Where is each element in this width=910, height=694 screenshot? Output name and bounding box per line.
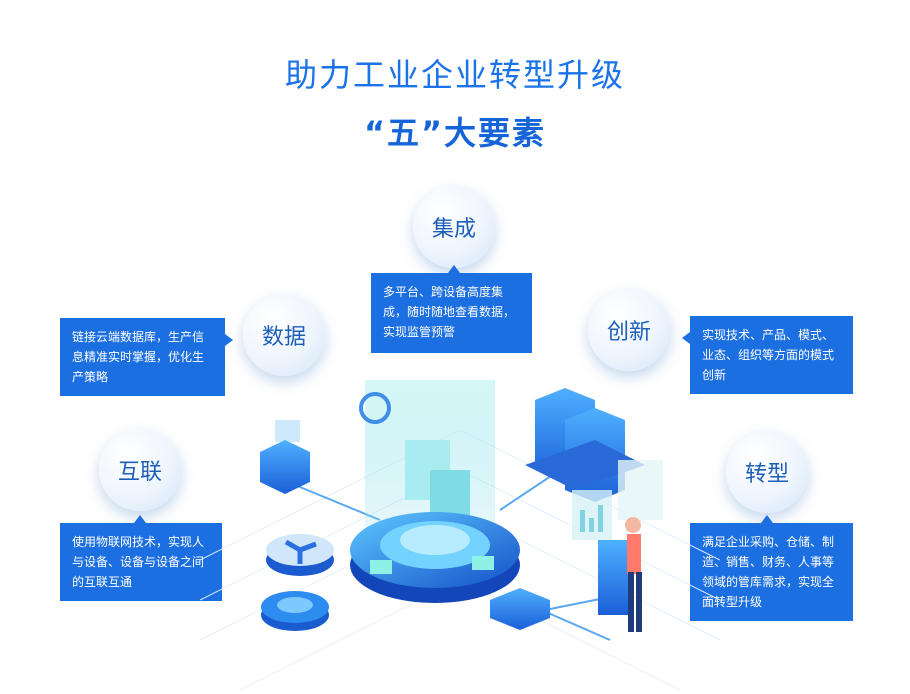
person-with-kiosk [598, 517, 642, 632]
disc-device [261, 591, 329, 631]
bubble-zhuanxing: 转型 [726, 431, 808, 513]
main-title: 助力工业企业转型升级 [284, 56, 625, 94]
server-racks [525, 388, 645, 502]
bubble-jicheng: 集成 [413, 186, 495, 268]
bubble-hulian: 互联 [99, 429, 181, 511]
fan-device [266, 534, 334, 576]
bubble-chuangxin: 创新 [588, 289, 670, 371]
bubble-shuju: 数据 [243, 294, 325, 376]
chart-panels [572, 460, 663, 540]
arrow-shuju [225, 334, 233, 346]
desc-shuju: 链接云端数据库，生产信息精准实时掌握，优化生产策略 [60, 318, 225, 396]
arrow-jicheng [448, 265, 460, 273]
isometric-illustration [200, 380, 720, 690]
arrow-zhuanxing [761, 515, 773, 523]
desc-hulian: 使用物联网技术，实现人与设备、设备与设备之间的互联互通 [60, 523, 222, 601]
central-platform [350, 512, 520, 603]
device-left [260, 420, 310, 494]
arrow-chuangxin [682, 332, 690, 344]
cloud-hologram [359, 380, 495, 540]
desc-jicheng: 多平台、跨设备高度集成，随时随地查看数据，实现监管预警 [371, 273, 532, 353]
arrow-hulian [134, 515, 146, 523]
desc-chuangxin: 实现技术、产品、模式、业态、组织等方面的模式创新 [690, 316, 853, 394]
router-device [490, 588, 550, 630]
sub-title: “五”大要素 [363, 114, 547, 152]
